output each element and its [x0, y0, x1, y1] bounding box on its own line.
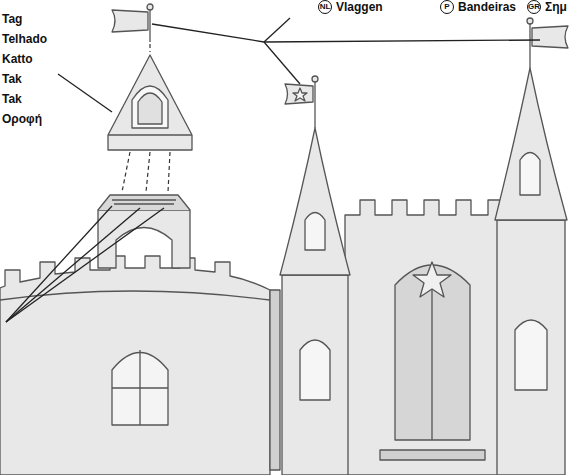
language-code: GR [527, 0, 541, 14]
part-name: Σημ [545, 0, 567, 14]
part-name: Telhado [2, 32, 47, 46]
part-name: Tak [2, 72, 22, 86]
part-name: Vlaggen [336, 0, 383, 14]
language-code: P [440, 0, 454, 14]
part-name: Tak [2, 92, 22, 106]
part-name: Katto [2, 52, 33, 66]
part-name: Tag [2, 12, 22, 26]
part-name: Οροφή [2, 112, 42, 126]
language-code: NL [318, 0, 332, 14]
part-name: Bandeiras [458, 0, 516, 14]
